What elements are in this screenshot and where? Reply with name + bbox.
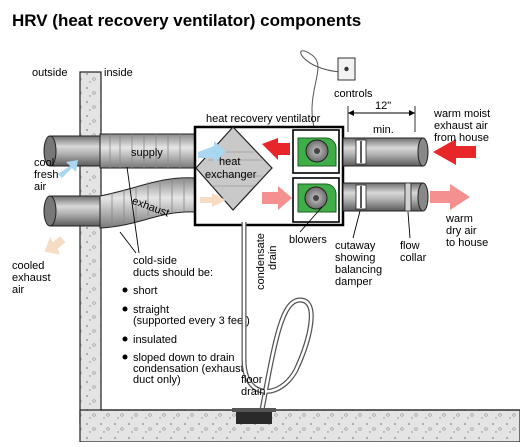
dimension-unit: min. (373, 124, 394, 136)
cool-fresh-label-1: cool (34, 157, 54, 169)
cutaway-leader (352, 210, 361, 239)
floor-drain-label-1: floor (241, 374, 263, 386)
condensate-label-2: drain (267, 246, 279, 270)
floor-drain-label-2: drain (241, 386, 265, 398)
cold-side-label-2: ducts should be: (133, 267, 213, 279)
cool-fresh-label-2: fresh (34, 169, 58, 181)
bullet-dot (122, 306, 128, 312)
fresh-air-inflow-arrow (58, 160, 78, 178)
cutaway-label-2: showing (335, 252, 375, 264)
supply-label: supply (131, 147, 163, 159)
lower-blower (297, 183, 337, 213)
cooled-exhaust-label-1: cooled (12, 260, 44, 272)
supply-duct (99, 133, 197, 169)
floor-slab (79, 409, 520, 443)
inner-hot-arrow (262, 138, 290, 160)
house-side-ducts (342, 137, 429, 212)
outside-label: outside (32, 67, 67, 79)
warm-moist-label-1: warm moist (433, 108, 490, 120)
flow-collar-leader (407, 211, 411, 239)
bullet-dot (122, 354, 128, 360)
warm-dry-outflow-arrow (430, 184, 470, 210)
cooled-exhaust-outflow-arrow (44, 236, 66, 255)
condensate-drain-hose (241, 222, 314, 411)
cold-side-callout (119, 166, 140, 254)
flow-collar-label-2: collar (400, 252, 427, 264)
dimension-marker (347, 106, 416, 132)
warm-moist-label-2: exhaust air (434, 120, 488, 132)
cooled-exhaust-label-2: exhaust (12, 272, 51, 284)
cutaway-label-1: cutaway (335, 240, 376, 252)
controls-label: controls (334, 88, 373, 100)
flow-collar (404, 182, 412, 212)
bullet-item-straight: straight (133, 304, 169, 316)
heat-exchanger-label-1: heat (219, 156, 240, 168)
warm-moist-inflow-arrow (433, 139, 476, 165)
airflow-arrows (44, 138, 476, 255)
bullet-item-sloped-1: sloped down to drain (133, 352, 235, 364)
flow-collar-label-1: flow (400, 240, 420, 252)
bullet-item-short: short (133, 285, 157, 297)
cool-supply-arrow (198, 141, 226, 163)
blowers-label: blowers (289, 234, 327, 246)
cutaway-label-3: balancing (335, 264, 382, 276)
warm-dry-label-1: warm (445, 213, 473, 225)
warm-moist-label-3: from house (434, 132, 489, 144)
requirements-list: short straight (supported every 3 feet) … (122, 285, 250, 386)
heat-exchanger-label-2: exchanger (205, 169, 257, 181)
cooled-exhaust-label-3: air (12, 284, 25, 296)
bullet-item-insulated: insulated (133, 334, 177, 346)
bullet-dot (122, 336, 128, 342)
warm-dry-label-2: dry air (446, 225, 477, 237)
bullet-item-straight-note: (supported every 3 feet) (133, 315, 250, 327)
cutaway-label-4: damper (335, 276, 373, 288)
warm-dry-label-3: to house (446, 237, 488, 249)
hrv-label: heat recovery ventilator (206, 113, 321, 125)
inner-cool-exhaust-arrow (200, 193, 226, 207)
upper-blower (297, 137, 337, 167)
cold-side-label-1: cold-side (133, 255, 177, 267)
bullet-item-sloped-2: condensation (exhaust (133, 363, 244, 375)
inside-label: inside (104, 67, 133, 79)
wall-duct-stubs (43, 135, 106, 227)
cool-fresh-label-3: air (34, 181, 47, 193)
dimension-value: 12" (375, 100, 391, 112)
floor-drain (232, 408, 276, 424)
bullet-dot (122, 287, 128, 293)
condensate-label-1: condensate (255, 233, 267, 290)
page-title: HRV (heat recovery ventilator) component… (12, 11, 361, 30)
inner-warm-arrow (262, 186, 292, 210)
blowers-leader (299, 206, 323, 233)
bullet-item-sloped-3: duct only) (133, 374, 181, 386)
